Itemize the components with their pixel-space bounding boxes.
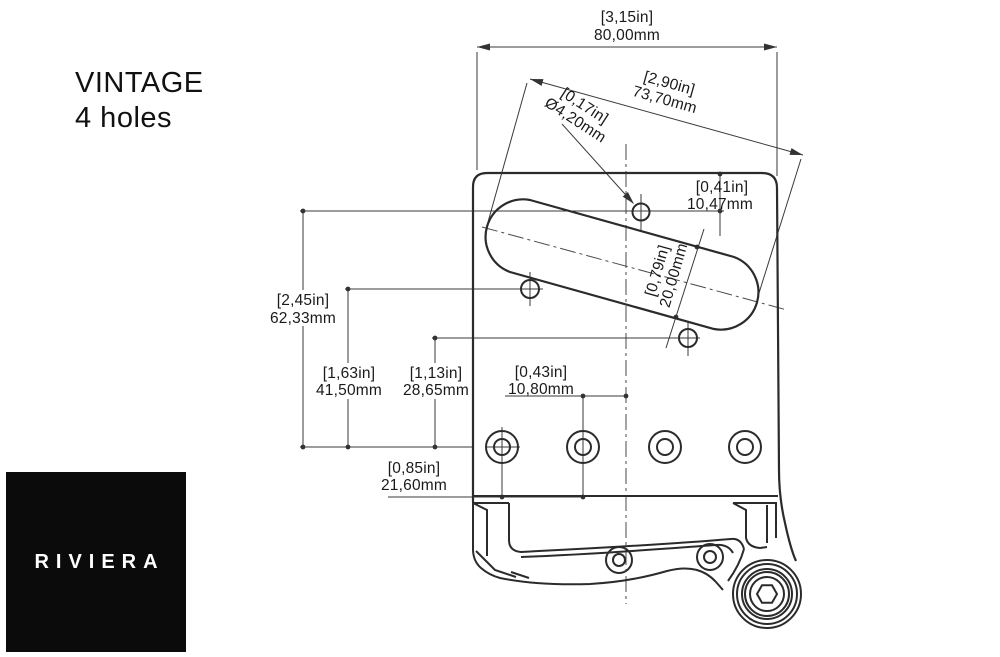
dim-string-spacing: [0,85in] 21,60mm [381, 460, 447, 494]
hex-socket [755, 584, 779, 604]
svg-text:[2,45in]: [2,45in] [277, 292, 329, 309]
dim-overall-width: [3,15in] 80,00mm [594, 9, 660, 44]
svg-text:80,00mm: 80,00mm [594, 27, 660, 44]
drawing-title-line1: VINTAGE [75, 67, 204, 99]
dim-slot-width: [0,79in] 20,00mm [642, 241, 691, 309]
svg-text:10,47mm: 10,47mm [687, 196, 753, 213]
lip-screw-holes [605, 543, 724, 574]
string-holes [485, 430, 762, 464]
svg-text:[0,43in]: [0,43in] [515, 364, 567, 381]
dim-hole-diameter: [0,17in] Ø4,20mm [541, 85, 611, 147]
brand-logo-text: RIVIERA [34, 550, 165, 573]
mounting-holes [520, 202, 698, 348]
mounting-hole-left [520, 279, 540, 299]
saddle-roller [732, 559, 802, 629]
svg-text:10,80mm: 10,80mm [508, 381, 574, 398]
svg-text:41,50mm: 41,50mm [316, 382, 382, 399]
svg-text:[0,41in]: [0,41in] [696, 179, 748, 196]
drawing-title: VINTAGE 4 holes [75, 66, 204, 136]
dim-height-total: [2,45in] 62,33mm [270, 292, 336, 327]
mounting-hole-bottom [678, 328, 698, 348]
dim-top-hole-offset: [0,41in] 10,47mm [687, 179, 753, 213]
svg-text:[3,15in]: [3,15in] [601, 9, 653, 26]
bottom-lip [472, 502, 777, 591]
svg-text:28,65mm: 28,65mm [403, 382, 469, 399]
svg-text:[1,63in]: [1,63in] [323, 365, 375, 382]
label-backgrounds [267, 290, 470, 399]
brand-logo: RIVIERA [6, 472, 186, 652]
svg-text:[0,85in]: [0,85in] [388, 460, 440, 477]
dimension-labels: [3,15in] 80,00mm [2,90in] 73,70mm [0,17i… [270, 9, 753, 494]
pickup-slot [484, 198, 760, 331]
dimension-arrows [300, 43, 803, 500]
dim-height-low: [1,13in] 28,65mm [403, 365, 469, 399]
dim-center-offset: [0,43in] 10,80mm [508, 364, 574, 398]
mounting-hole-top [631, 202, 651, 222]
svg-text:62,33mm: 62,33mm [270, 310, 336, 327]
centerlines [481, 144, 788, 604]
svg-text:21,60mm: 21,60mm [381, 477, 447, 494]
plate-outline [471, 171, 798, 562]
dim-height-mid: [1,63in] 41,50mm [316, 365, 382, 399]
drawing-title-line2: 4 holes [75, 101, 173, 134]
svg-text:[1,13in]: [1,13in] [410, 365, 462, 382]
